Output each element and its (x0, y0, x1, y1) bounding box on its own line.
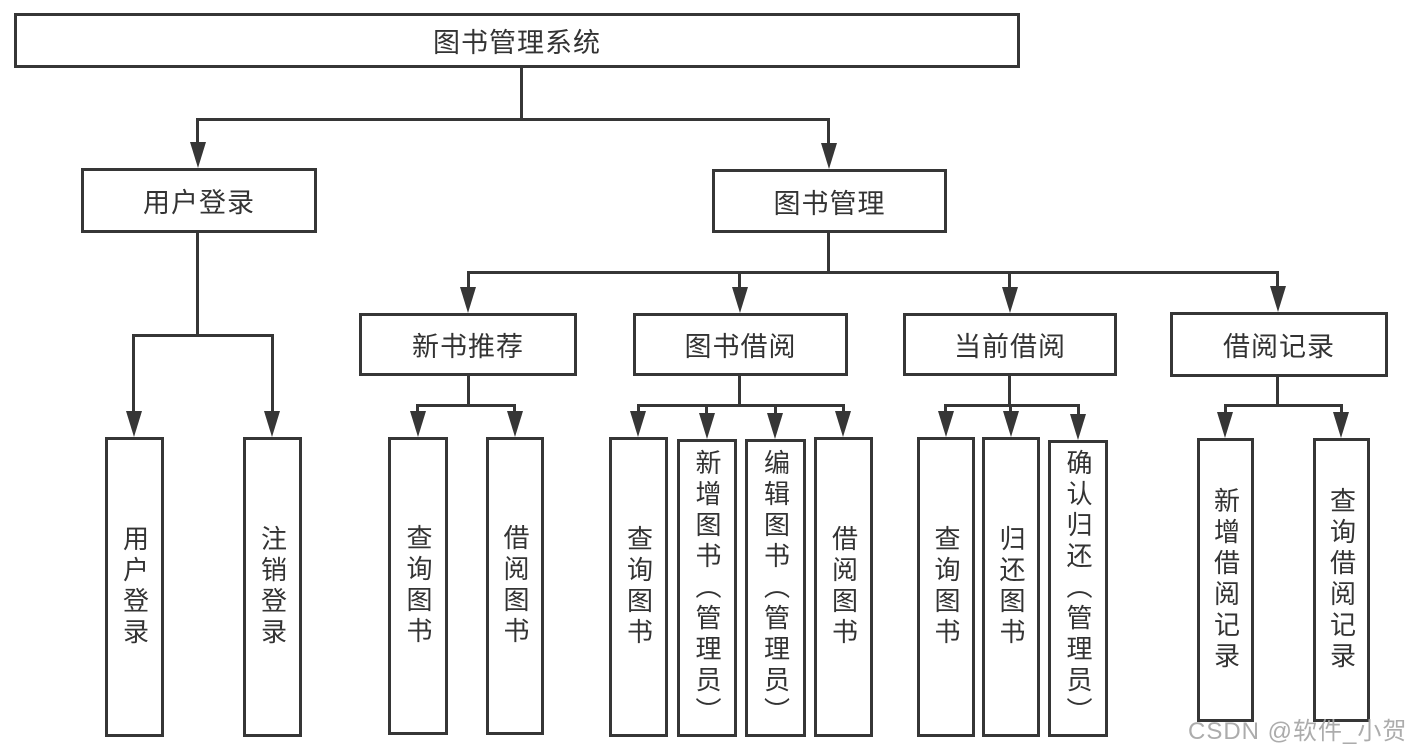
node-book-borrow: 图书借阅 (633, 313, 848, 376)
leaf-return-book: 归还图书 (982, 437, 1040, 737)
leaf-user-login-label: 用户登录 (119, 525, 150, 649)
node-borrow-record-label: 借阅记录 (1223, 332, 1335, 362)
connector-drop-cb2 (1009, 404, 1012, 414)
node-user-login-label: 用户登录 (143, 188, 255, 218)
connector-user-login-stem (196, 231, 199, 336)
arrowhead-bb2 (699, 413, 715, 439)
connector-borrow-record-stem (1276, 375, 1279, 406)
leaf-query-book-3: 查询图书 (917, 437, 975, 737)
leaf-borrow-book-1-label: 借阅图书 (500, 524, 530, 648)
leaf-add-borrow-record: 新增借阅记录 (1197, 438, 1254, 722)
connector-book-mgmt-stem (827, 231, 830, 274)
connector-drop-cb1 (944, 404, 947, 414)
leaf-borrow-book-2: 借阅图书 (814, 437, 873, 737)
connector-new-book-rail (416, 404, 516, 407)
arrowhead-bb3 (767, 413, 783, 439)
leaf-add-book-admin: 新增图书（管理员） (677, 439, 737, 737)
arrowhead-current-borrow (1002, 287, 1018, 313)
leaf-return-book-label: 归还图书 (996, 525, 1026, 649)
arrowhead-nb1 (410, 411, 426, 437)
connector-drop-book-mgmt (827, 118, 830, 145)
leaf-logout: 注销登录 (243, 437, 302, 737)
node-current-borrow-label: 当前借阅 (954, 332, 1066, 362)
leaf-borrow-book-2-label: 借阅图书 (828, 525, 859, 649)
leaf-logout-label: 注销登录 (257, 525, 288, 649)
connector-current-borrow-rail (944, 404, 1080, 407)
arrowhead-bb4 (835, 411, 851, 437)
node-borrow-record: 借阅记录 (1170, 312, 1388, 377)
connector-drop-leaf-logout (271, 334, 274, 413)
node-book-management: 图书管理 (712, 169, 947, 233)
connector-new-book-stem (467, 374, 470, 406)
node-user-login: 用户登录 (81, 168, 317, 233)
arrowhead-borrow-record (1270, 286, 1286, 312)
leaf-query-book-2-label: 查询图书 (623, 525, 654, 649)
connector-current-borrow-stem (1008, 374, 1011, 406)
leaf-confirm-return-admin-label: 确认归还（管理员） (1063, 449, 1093, 728)
connector-drop-book-borrow (738, 271, 741, 289)
leaf-query-book-1: 查询图书 (388, 437, 448, 735)
connector-drop-nb2 (513, 404, 516, 414)
arrowhead-bb1 (630, 411, 646, 437)
node-book-management-label: 图书管理 (773, 188, 886, 219)
arrowhead-nb2 (507, 411, 523, 437)
arrowhead-user-login (190, 142, 206, 168)
connector-drop-leaf-login (132, 334, 135, 413)
connector-drop-current-borrow (1008, 271, 1011, 289)
leaf-add-book-admin-label: 新增图书（管理员） (692, 448, 722, 728)
connector-drop-borrow-record (1276, 271, 1279, 288)
connector-drop-bb3 (774, 404, 777, 415)
connector-drop-nb1 (416, 404, 419, 414)
arrowhead-br1 (1217, 412, 1233, 438)
connector-drop-bb4 (842, 404, 845, 414)
connector-drop-bb2 (705, 404, 708, 415)
leaf-borrow-book-1: 借阅图书 (486, 437, 544, 735)
arrowhead-book-mgmt (821, 143, 837, 169)
connector-level2-rail (467, 271, 1279, 274)
arrowhead-leaf-login (126, 411, 142, 437)
connector-level1-rail (196, 118, 830, 121)
connector-user-login-rail (132, 334, 274, 337)
node-root-label: 图书管理系统 (433, 28, 601, 58)
node-root-system: 图书管理系统 (14, 13, 1020, 68)
connector-drop-br1 (1224, 404, 1227, 414)
node-book-borrow-label: 图书借阅 (684, 332, 797, 362)
leaf-confirm-return-admin: 确认归还（管理员） (1048, 440, 1108, 737)
arrowhead-cb1 (938, 411, 954, 437)
arrowhead-book-borrow (732, 287, 748, 313)
arrowhead-cb2 (1003, 411, 1019, 437)
arrowhead-leaf-logout (264, 411, 280, 437)
connector-drop-cb3 (1077, 404, 1080, 416)
node-current-borrow: 当前借阅 (903, 313, 1117, 376)
leaf-edit-book-admin: 编辑图书（管理员） (745, 439, 806, 737)
leaf-query-book-1-label: 查询图书 (403, 524, 433, 648)
leaf-edit-book-admin-label: 编辑图书（管理员） (760, 448, 791, 728)
connector-root-stem (520, 66, 523, 121)
connector-drop-user-login (196, 118, 199, 144)
connector-drop-br2 (1340, 404, 1343, 414)
node-new-book-recommend-label: 新书推荐 (412, 332, 524, 362)
leaf-user-login: 用户登录 (105, 437, 164, 737)
connector-drop-new-book (467, 271, 470, 289)
connector-book-borrow-stem (738, 374, 741, 406)
leaf-query-borrow-record-label: 查询借阅记录 (1326, 487, 1357, 673)
arrowhead-new-book (460, 287, 476, 313)
connector-borrow-record-rail (1224, 404, 1343, 407)
connector-book-borrow-rail (637, 404, 845, 407)
leaf-query-borrow-record: 查询借阅记录 (1313, 438, 1370, 722)
leaf-add-borrow-record-label: 新增借阅记录 (1210, 487, 1241, 673)
csdn-watermark: CSDN @软件_小贺同学 (1188, 718, 1405, 745)
arrowhead-cb3 (1070, 414, 1086, 440)
node-new-book-recommend: 新书推荐 (359, 313, 577, 376)
leaf-query-book-2: 查询图书 (609, 437, 668, 737)
leaf-query-book-3-label: 查询图书 (931, 525, 961, 649)
connector-drop-bb1 (637, 404, 640, 414)
arrowhead-br2 (1333, 412, 1349, 438)
